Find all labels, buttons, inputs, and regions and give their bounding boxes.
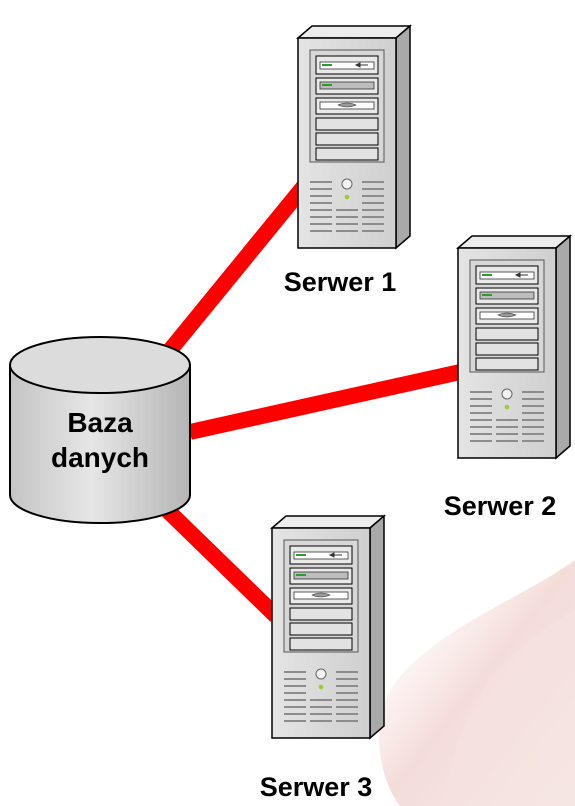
server-2-label: Serwer 2 [444, 491, 557, 521]
server-3-tower-icon [271, 515, 385, 739]
database-cylinder-icon [9, 336, 191, 524]
connection-db-server-2 [188, 364, 462, 440]
database-label-line1: Baza [67, 407, 133, 438]
database-label-line2: danych [51, 442, 149, 473]
server-3-label: Serwer 3 [260, 772, 373, 802]
server-2-tower-icon [457, 235, 571, 459]
server-1-tower-icon [297, 25, 411, 249]
server-1-label: Serwer 1 [284, 267, 397, 297]
connection-db-server-3 [159, 502, 282, 622]
decorative-swoosh-highlight [445, 610, 575, 806]
connection-db-server-1 [155, 179, 312, 366]
